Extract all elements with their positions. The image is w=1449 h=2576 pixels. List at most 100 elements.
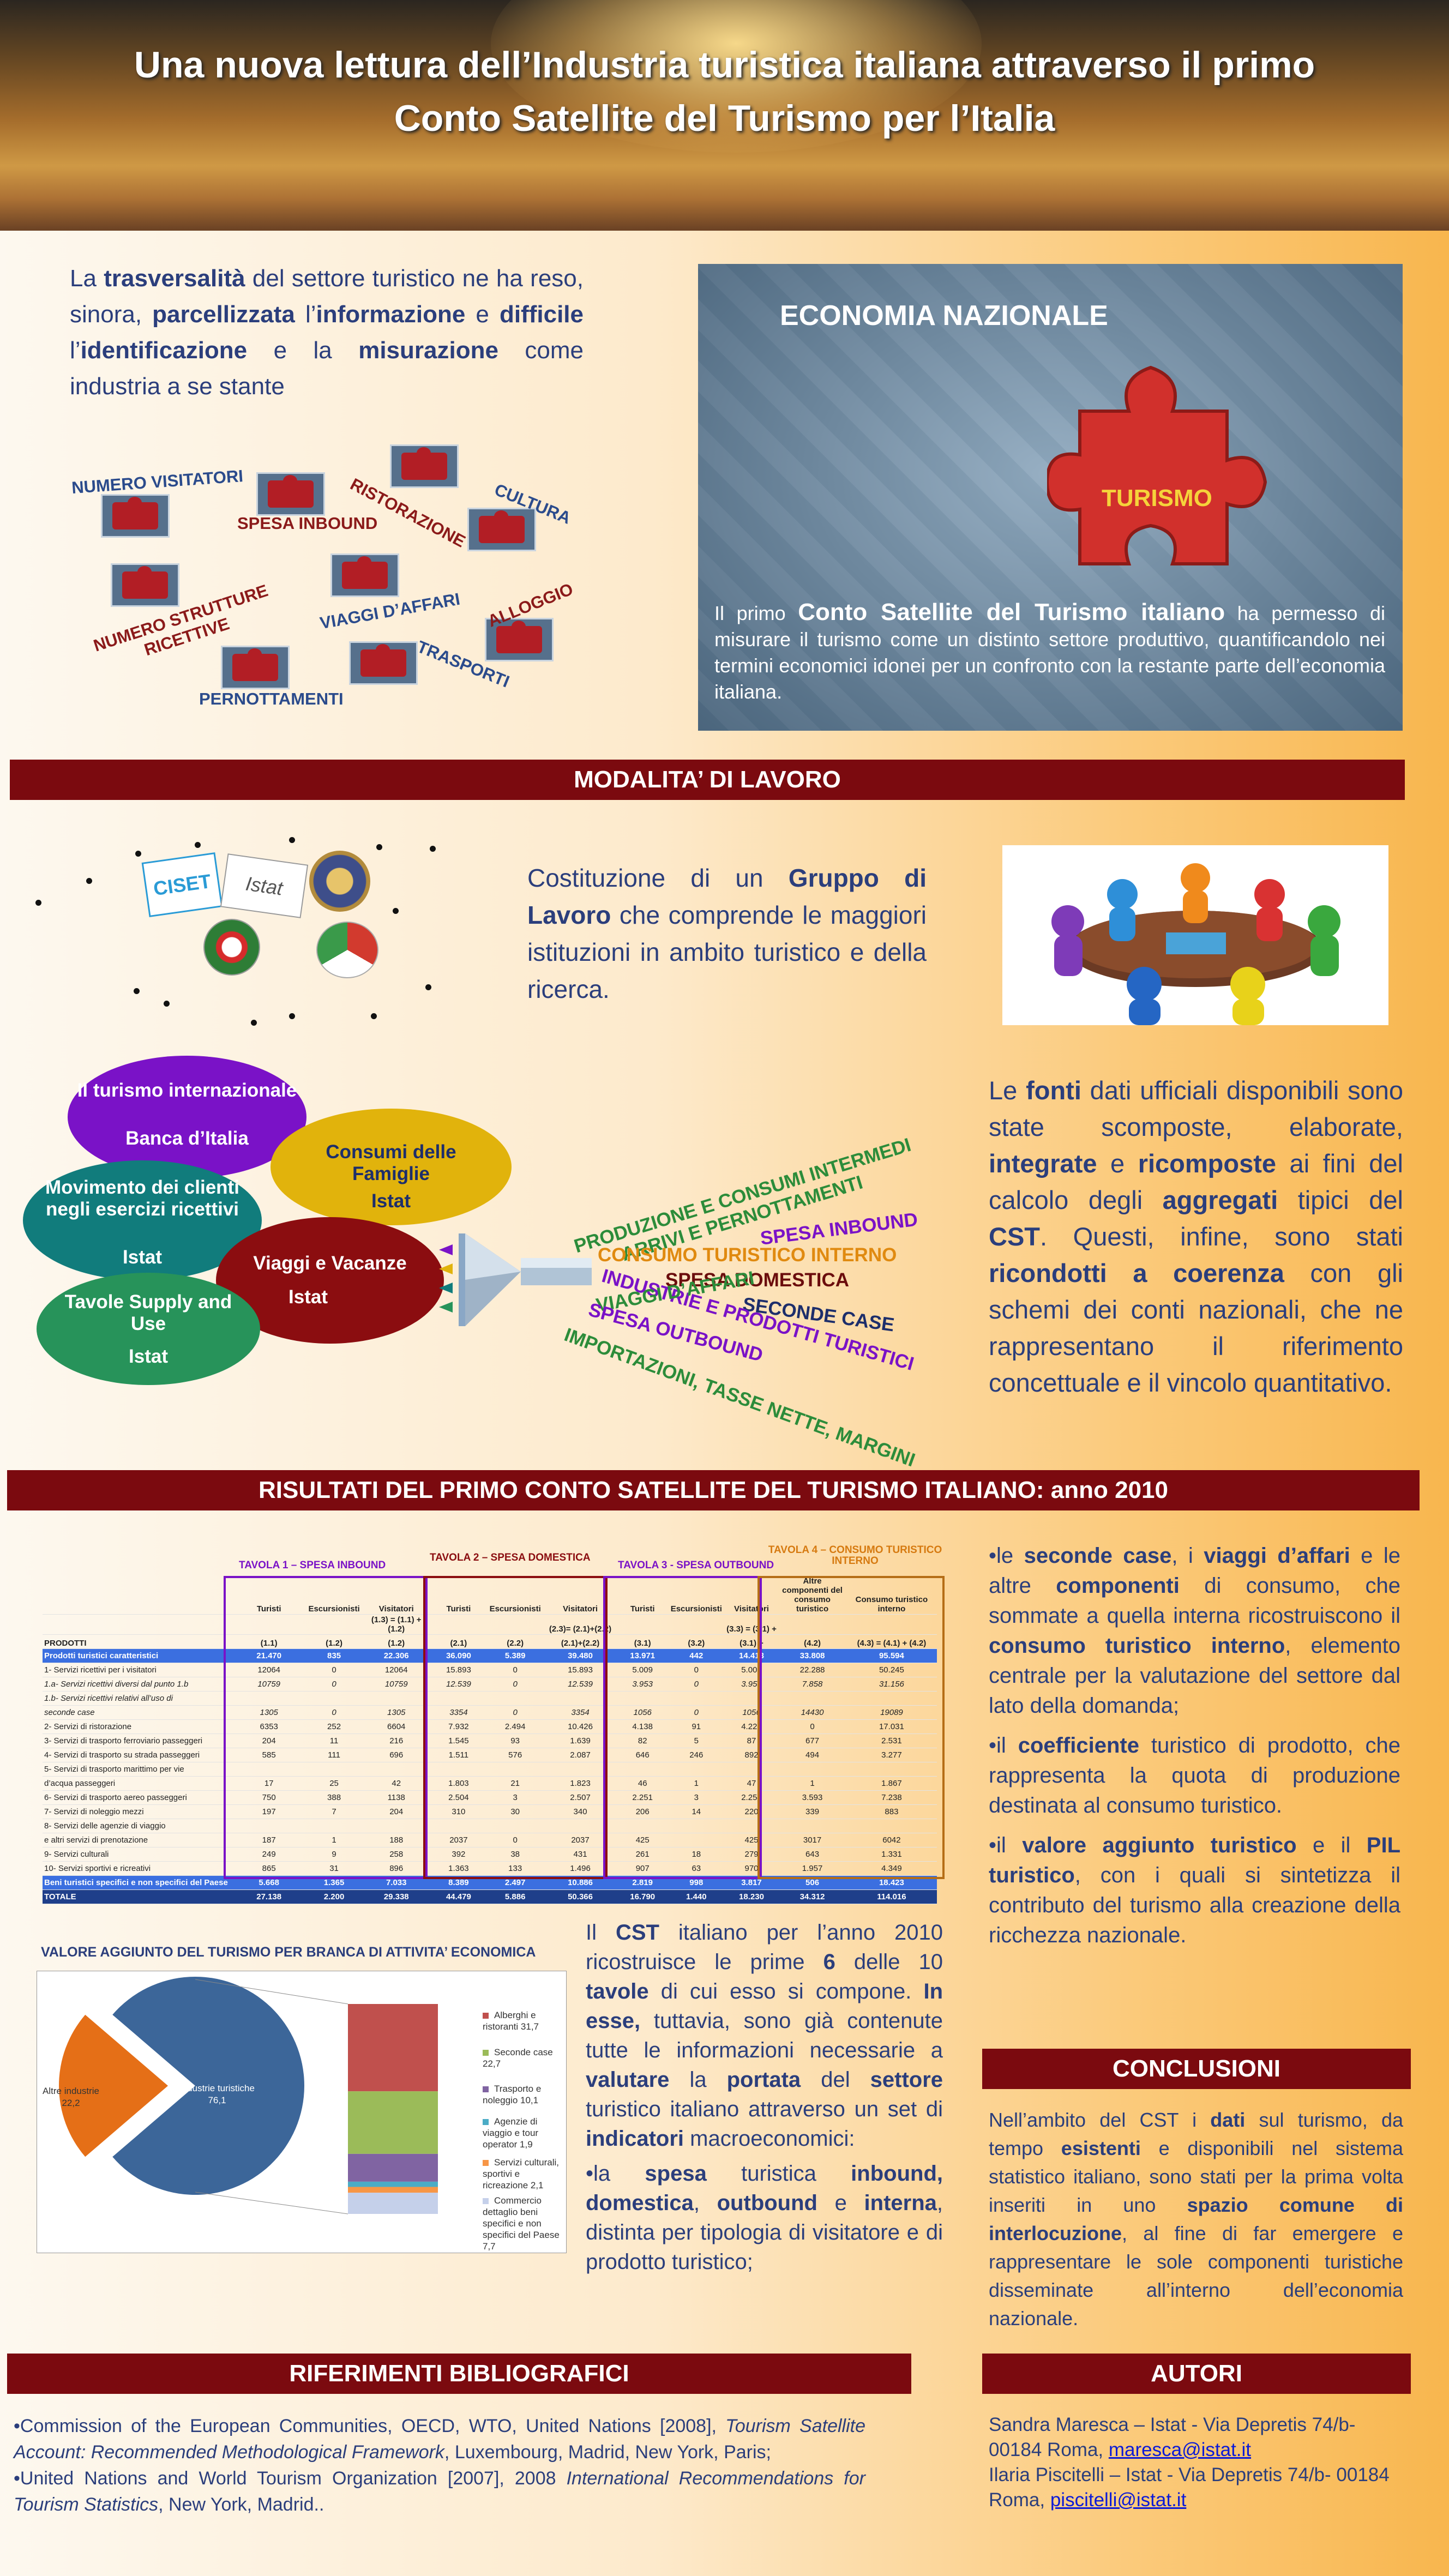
table-cell: 1- Servizi ricettivi per i visitatori [43, 1663, 232, 1677]
table-cell: 0 [486, 1677, 544, 1692]
table-cell: 2.494 [486, 1719, 544, 1734]
legend-item: Alberghi e ristoranti 31,7 [483, 2010, 539, 2032]
table-cell [430, 1819, 487, 1833]
table-header-cell [43, 1576, 232, 1615]
table-header-cell: (3.1) + [724, 1634, 779, 1649]
authors-block: Sandra Maresca – Istat - Via Depretis 74… [989, 2412, 1403, 2513]
table-cell: 1138 [362, 1790, 430, 1805]
table-header-cell: (3.2) [668, 1634, 725, 1649]
table-cell: 865 [232, 1861, 306, 1876]
flow-word: CONSUMO TURISTICO INTERNO [598, 1244, 897, 1266]
table-cell: 22.288 [778, 1663, 846, 1677]
table-cell: 2.200 [305, 1889, 363, 1904]
table-cell: 425 [724, 1833, 779, 1847]
table-header-row: PRODOTTI(1.1)(1.2)(1.2)(2.1)(2.2)(2.1)+(… [43, 1634, 937, 1649]
table-cell: 187 [232, 1833, 306, 1847]
legend-swatch [483, 2160, 489, 2166]
table-cell: 29.338 [362, 1889, 430, 1904]
table-cell [724, 1762, 779, 1777]
reference-1: •Commission of the European Communities,… [14, 2416, 865, 2463]
meeting-image [1002, 845, 1388, 1025]
table-header-cell: (3.3) = (3.1) + [724, 1614, 779, 1635]
seal-logo [309, 851, 370, 912]
republic-emblem-icon [203, 919, 260, 976]
table-cell: 970 [724, 1861, 779, 1876]
funnel-icon [439, 1233, 592, 1326]
table-frame-1 [224, 1576, 428, 1879]
table-cell: 835 [305, 1648, 363, 1663]
table-cell: 1.440 [668, 1889, 725, 1904]
table-cell: 1 [668, 1776, 725, 1791]
table-cell: 0 [486, 1663, 544, 1677]
table-cell: 576 [486, 1748, 544, 1762]
table-cell: 677 [778, 1734, 846, 1748]
table-cell: 204 [362, 1804, 430, 1819]
table-header-cell: (1.1) [232, 1634, 306, 1649]
puzzle-icon [330, 553, 399, 597]
flow-word: PRODUZIONE E CONSUMI INTERMEDI [572, 1134, 913, 1257]
table-cell: 9- Servizi culturali [43, 1847, 232, 1862]
table-cell: 1056 [617, 1705, 668, 1720]
table-cell: 12064 [232, 1663, 306, 1677]
table-cell: 204 [232, 1734, 306, 1748]
table-cell [668, 1762, 725, 1777]
table-cell: 0 [778, 1719, 846, 1734]
table-cell: 5 [668, 1734, 725, 1748]
table-cell: 14430 [778, 1705, 846, 1720]
table-cell: 6- Servizi di trasporto aereo passeggeri [43, 1790, 232, 1805]
tables-block: TAVOLA 1 – SPESA INBOUND TAVOLA 2 – SPES… [43, 1542, 945, 1904]
table-cell: 10759 [232, 1677, 306, 1692]
table-cell: 10759 [362, 1677, 430, 1692]
table-row: 8- Servizi delle agenzie di viaggio [43, 1819, 937, 1833]
table-cell: 3017 [778, 1833, 846, 1847]
table-cell: 46 [617, 1776, 668, 1791]
author-2-email[interactable]: piscitelli@istat.it [1050, 2489, 1187, 2511]
legend-swatch [483, 2050, 489, 2056]
table-cell: 696 [362, 1748, 430, 1762]
table-cell: 63 [668, 1861, 725, 1876]
table-cell: 2.251 [617, 1790, 668, 1805]
table-cell: 5.389 [486, 1648, 544, 1663]
table-cell: 4.229 [724, 1719, 779, 1734]
table-row: 1.b- Servizi ricettivi relativi all’uso … [43, 1691, 937, 1706]
table-cell: 12064 [362, 1663, 430, 1677]
table-cell: 31.156 [846, 1677, 937, 1692]
puzzle-icon [111, 563, 179, 607]
table-cell: 111 [305, 1748, 363, 1762]
table-header-cell: Escursionisti [305, 1576, 363, 1615]
table-cell: 3.593 [778, 1790, 846, 1805]
table-header-cell [232, 1614, 306, 1635]
table-header-cell: (2.1) [430, 1634, 487, 1649]
table-cell: 7.858 [778, 1677, 846, 1692]
puzzle-icon [221, 646, 290, 689]
table-cell: 6353 [232, 1719, 306, 1734]
puzzle-icon [485, 618, 554, 661]
table-cell: 258 [362, 1847, 430, 1862]
table-cell: 0 [305, 1705, 363, 1720]
table-title-4: TAVOLA 4 – CONSUMO TURISTICO INTERNO [768, 1544, 942, 1567]
table-cell: 3 [486, 1790, 544, 1805]
legend-item: Agenzie di viaggio e tour operator 1,9 [483, 2116, 539, 2150]
table-cell: 310 [430, 1804, 487, 1819]
table-cell: 892 [724, 1748, 779, 1762]
table-cell: 249 [232, 1847, 306, 1862]
table-header-cell [846, 1614, 937, 1635]
puzzle-icon [467, 508, 536, 551]
table-cell [486, 1691, 544, 1706]
table-cell: 3354 [430, 1705, 487, 1720]
legend-item: Seconde case 22,7 [483, 2047, 553, 2069]
word-pernottamenti: PERNOTTAMENTI [199, 689, 344, 708]
table-cell: 1 [778, 1776, 846, 1791]
table-header-cell: (4.3) = (4.1) + (4.2) [846, 1634, 937, 1649]
puzzle-icon [256, 472, 325, 516]
table-cell: 261 [617, 1847, 668, 1862]
table-cell: 38 [486, 1847, 544, 1862]
table-cell: 17.031 [846, 1719, 937, 1734]
author-1-email[interactable]: maresca@istat.it [1108, 2439, 1252, 2460]
table-cell: 388 [305, 1790, 363, 1805]
table-frame-2 [423, 1576, 608, 1879]
table-cell: 8- Servizi delle agenzie di viaggio [43, 1819, 232, 1833]
